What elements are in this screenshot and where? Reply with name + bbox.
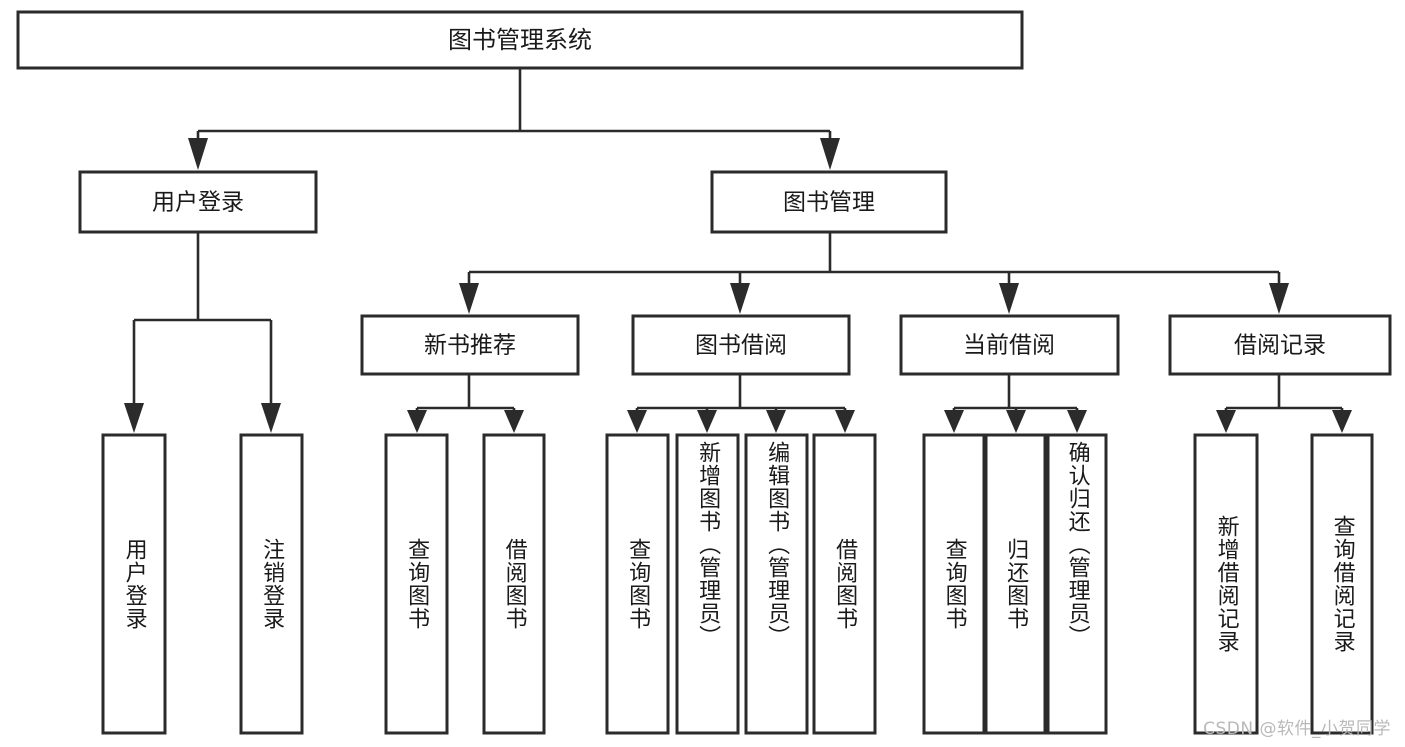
arrow-head-icon <box>697 410 717 433</box>
node-current-borrow[interactable]: 当前借阅 <box>899 314 1120 376</box>
node-borrow-record-box[interactable] <box>1168 314 1392 376</box>
arrow-head-icon <box>1067 410 1087 433</box>
leaf-boxes <box>101 433 1374 735</box>
node-current-borrow-box[interactable] <box>899 314 1120 376</box>
leaf-box-query-record[interactable] <box>1310 433 1374 735</box>
leaf-box-add-book[interactable] <box>675 433 740 735</box>
node-current-borrow-label: 当前借阅 <box>963 333 1055 359</box>
leaf-box-query-book-1[interactable] <box>384 433 449 735</box>
leaf-box-edit-book[interactable] <box>744 433 809 735</box>
arrow-head-icon <box>407 410 427 433</box>
node-book-borrow-label: 图书借阅 <box>695 333 787 359</box>
arrow-head-icon <box>835 410 855 433</box>
node-book-manage[interactable]: 图书管理 <box>710 170 948 234</box>
node-user-login-label: 用户登录 <box>152 190 244 216</box>
arrow-head-icon <box>188 138 208 170</box>
leaf-box-return-book[interactable] <box>984 433 1047 735</box>
node-borrow-record[interactable]: 借阅记录 <box>1168 314 1392 376</box>
arrow-head-icon <box>1006 410 1026 433</box>
connector-bookmanage-to-level3 <box>459 232 1289 314</box>
arrow-head-icon <box>261 403 281 433</box>
connector-userlogin-to-leaves <box>124 232 281 433</box>
node-book-manage-box[interactable] <box>710 170 948 234</box>
leaf-box-borrow-book-1[interactable] <box>482 433 546 735</box>
connector-root-to-level2 <box>188 68 840 170</box>
leaf-box-user-logout[interactable] <box>239 433 304 735</box>
connector-bookborrow-to-leaves <box>627 374 855 433</box>
leaf-box-borrow-book-2[interactable] <box>812 433 877 735</box>
node-borrow-record-label: 借阅记录 <box>1234 333 1326 359</box>
leaf-box-query-book-3[interactable] <box>922 433 986 735</box>
node-book-borrow[interactable]: 图书借阅 <box>631 314 851 376</box>
arrow-head-icon <box>504 410 524 433</box>
arrow-head-icon <box>944 410 964 433</box>
node-book-borrow-box[interactable] <box>631 314 851 376</box>
node-root-label: 图书管理系统 <box>448 26 592 54</box>
arrow-head-icon <box>124 403 144 433</box>
leaf-box-add-record[interactable] <box>1193 433 1259 735</box>
node-root-box[interactable] <box>16 10 1024 70</box>
arrow-head-icon <box>820 138 840 170</box>
arrow-head-icon <box>1216 410 1236 433</box>
arrow-head-icon <box>627 410 647 433</box>
leaf-box-user-login[interactable] <box>101 433 167 735</box>
leaf-box-confirm-return[interactable] <box>1046 433 1108 735</box>
arrow-head-icon <box>459 283 479 314</box>
node-user-login-box[interactable] <box>78 170 318 234</box>
node-user-login[interactable]: 用户登录 <box>78 170 318 234</box>
node-new-book-rec-label: 新书推荐 <box>424 333 516 359</box>
leaf-box-query-book-2[interactable] <box>605 433 670 735</box>
arrow-head-icon <box>1269 283 1289 314</box>
connector-newbook-to-leaves <box>407 374 524 433</box>
arrow-head-icon <box>730 283 750 314</box>
node-book-manage-label: 图书管理 <box>783 190 875 216</box>
arrow-head-icon <box>766 410 786 433</box>
csdn-watermark: CSDN @软件_小贺同学 <box>1203 719 1391 739</box>
node-new-book-rec-box[interactable] <box>360 314 580 376</box>
node-new-book-rec[interactable]: 新书推荐 <box>360 314 580 376</box>
arrow-head-icon <box>999 283 1019 314</box>
arrow-head-icon <box>1332 410 1352 433</box>
connector-borrowrecord-to-leaves <box>1216 374 1352 433</box>
connector-currentborrow-to-leaves <box>944 374 1087 433</box>
node-root[interactable]: 图书管理系统 <box>16 10 1024 70</box>
